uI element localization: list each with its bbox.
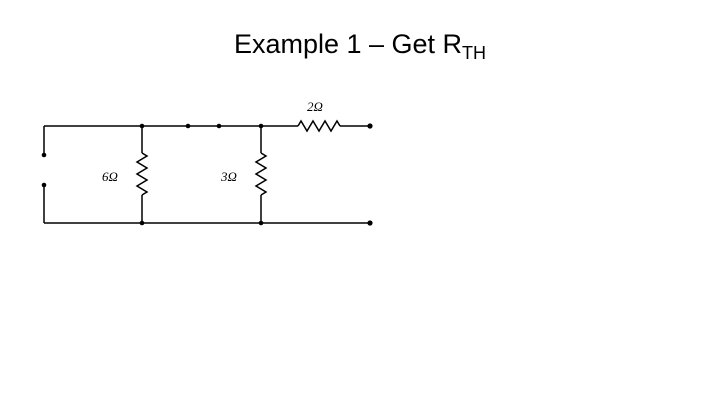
resistor-6ohm-zigzag xyxy=(135,152,149,196)
node-top-mid-2 xyxy=(216,123,222,129)
slide-title: Example 1 – Get RTH xyxy=(0,24,720,64)
left-terminal-top xyxy=(41,152,47,158)
title-subscript: TH xyxy=(462,43,487,63)
node-bottom-6ohm xyxy=(139,220,145,226)
output-terminal-top xyxy=(367,123,373,129)
resistor-3ohm-zigzag xyxy=(254,152,268,196)
resistor-6ohm-label: 6Ω xyxy=(102,169,118,184)
node-bottom-3ohm xyxy=(258,220,264,226)
title-main-text: Example 1 – Get R xyxy=(233,29,463,59)
left-terminal-bottom xyxy=(41,182,47,188)
resistor-3ohm-label: 3Ω xyxy=(220,169,237,184)
resistor-2ohm-zigzag xyxy=(297,119,341,133)
node-top-3ohm xyxy=(258,123,264,129)
output-terminal-bottom xyxy=(367,220,373,226)
node-top-6ohm xyxy=(139,123,145,129)
resistor-2ohm-label: 2Ω xyxy=(307,99,323,114)
node-top-mid-1 xyxy=(185,123,191,129)
